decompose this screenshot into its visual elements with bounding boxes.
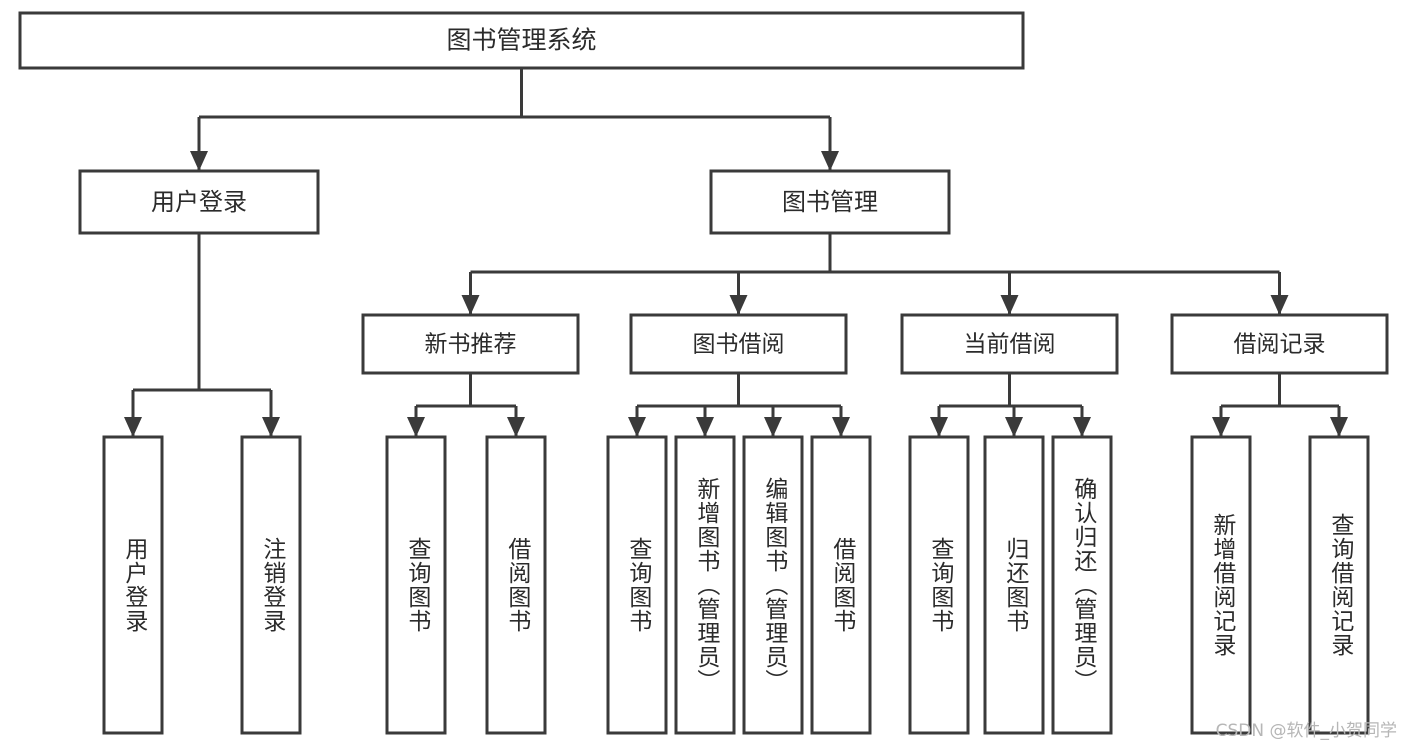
node-user-login[interactable]: 用户登录: [78, 169, 320, 235]
node-label: 当前借阅: [964, 332, 1056, 358]
arrow-head-icon: [1000, 295, 1019, 315]
node-leaf-confirm-return[interactable]: [1051, 435, 1113, 735]
arrow-head-icon: [821, 151, 839, 171]
node-label: 图书管理: [782, 188, 878, 216]
node-current-borrow[interactable]: 当前借阅: [900, 313, 1119, 375]
node-leaf-borrow-book-1[interactable]: [485, 435, 547, 735]
node-leaf-user-login[interactable]: [102, 435, 164, 735]
node-borrow-record[interactable]: 借阅记录: [1170, 313, 1389, 375]
arrow-head-icon: [507, 417, 525, 437]
node-leaf-query-borrow-record[interactable]: [1308, 435, 1370, 735]
arrow-head-icon: [1073, 417, 1091, 437]
node-leaf-user-logout[interactable]: [240, 435, 302, 735]
watermark: CSDN @软件_小贺同学: [1215, 721, 1397, 741]
arrow-head-icon: [930, 417, 948, 437]
arrow-head-icon: [628, 417, 646, 437]
arrow-head-icon: [190, 151, 208, 171]
arrow-head-icon: [262, 417, 280, 437]
arrow-head-icon: [729, 295, 748, 315]
node-leaf-return-book[interactable]: [983, 435, 1045, 735]
node-leaf-edit-book[interactable]: [742, 435, 804, 735]
arrow-head-icon: [764, 417, 782, 437]
node-leaf-borrow-book-2[interactable]: [810, 435, 872, 735]
arrow-head-icon: [1212, 417, 1230, 437]
arrow-head-icon: [1330, 417, 1348, 437]
arrow-head-icon: [1270, 295, 1289, 315]
arrow-head-icon: [124, 417, 142, 437]
node-leaf-query-book-1[interactable]: [385, 435, 447, 735]
node-leaf-query-book-3[interactable]: [908, 435, 970, 735]
arrow-head-icon: [461, 295, 480, 315]
node-label: 新书推荐: [425, 332, 517, 358]
node-book-manage[interactable]: 图书管理: [709, 169, 951, 235]
node-book-borrow[interactable]: 图书借阅: [629, 313, 848, 375]
node-leaf-add-borrow-record[interactable]: [1190, 435, 1252, 735]
node-leaf-query-book-2[interactable]: [606, 435, 668, 735]
arrow-head-icon: [1005, 417, 1023, 437]
node-label: 图书借阅: [693, 332, 785, 358]
node-new-book-recommend[interactable]: 新书推荐: [361, 313, 580, 375]
arrow-head-icon: [832, 417, 850, 437]
arrow-head-icon: [407, 417, 425, 437]
node-label: 用户登录: [151, 188, 247, 216]
node-root[interactable]: 图书管理系统: [18, 11, 1025, 70]
node-label: 借阅记录: [1234, 332, 1326, 358]
node-leaf-add-book[interactable]: [674, 435, 736, 735]
arrow-head-icon: [696, 417, 714, 437]
connector-lines: [124, 68, 1348, 437]
node-label: 图书管理系统: [446, 26, 596, 55]
